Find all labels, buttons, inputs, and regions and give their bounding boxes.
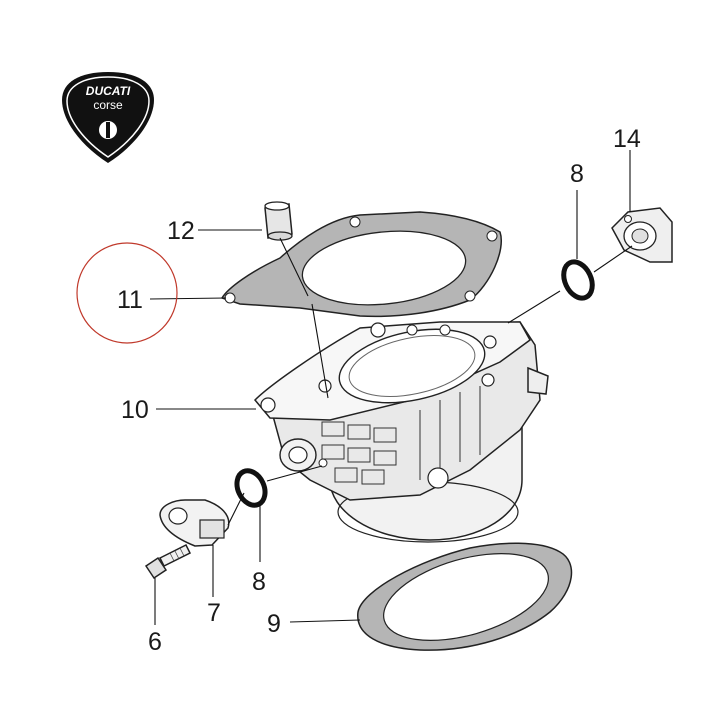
part-7-cover-plate <box>159 499 230 547</box>
part-10-cylinder <box>253 321 549 543</box>
callout-12: 12 <box>167 217 195 245</box>
leader-lines <box>149 150 633 625</box>
callout-8-lower: 8 <box>252 568 266 596</box>
callout-14: 14 <box>613 125 641 153</box>
part-8-lower-o-ring <box>234 468 268 508</box>
part-14-water-union <box>611 207 673 263</box>
callout-11-highlight-circle <box>76 242 178 344</box>
part-8-upper-o-ring <box>561 259 595 301</box>
callout-10: 10 <box>121 396 149 424</box>
logo-subline-text: corse <box>93 98 123 112</box>
part-12-dowel <box>264 201 293 241</box>
callout-11: 11 <box>117 286 143 314</box>
callout-9: 9 <box>267 610 281 638</box>
callout-8-upper: 8 <box>570 160 584 188</box>
part-11-head-gasket <box>220 211 502 318</box>
part-6-bolt <box>144 543 192 580</box>
ducati-corse-logo: DUCATI corse <box>62 72 154 163</box>
part-9-base-gasket <box>357 542 573 651</box>
callout-7: 7 <box>207 599 221 627</box>
logo-brand-text: DUCATI <box>86 84 131 98</box>
callout-6: 6 <box>148 628 162 656</box>
